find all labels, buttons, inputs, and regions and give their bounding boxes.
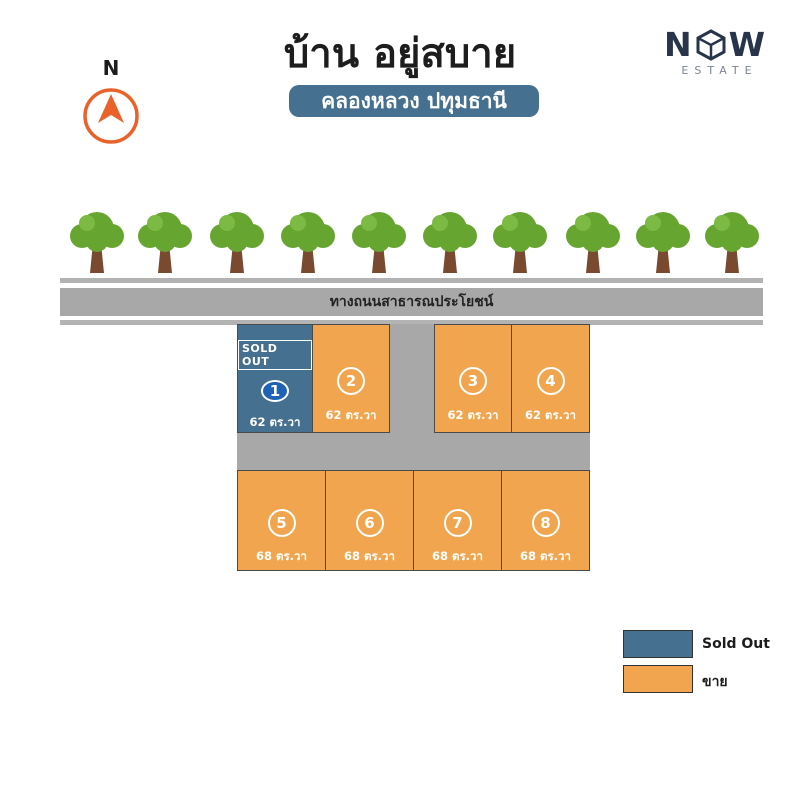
brand-logo: N W ESTATE: [664, 25, 770, 78]
tree-icon: [493, 212, 547, 273]
tree-icon: [705, 212, 759, 273]
legend-label-sold-out: Sold Out: [702, 636, 770, 652]
plot-7[interactable]: 7 68 ตร.วา: [413, 470, 502, 571]
logo-letter-n: N: [664, 25, 693, 64]
legend-swatch-for-sale: [623, 665, 693, 693]
location-badge: คลองหลวง ปทุมธานี: [289, 85, 539, 117]
plot-area: 68 ตร.วา: [256, 549, 307, 563]
plot-4[interactable]: 4 62 ตร.วา: [511, 324, 590, 433]
legend-swatch-sold-out: [623, 630, 693, 658]
compass-icon: [83, 88, 139, 144]
plot-6[interactable]: 6 68 ตร.วา: [325, 470, 414, 571]
compass-north-label: N: [102, 56, 120, 80]
plot-area: 62 ตร.วา: [447, 408, 499, 422]
plot-5[interactable]: 5 68 ตร.วา: [237, 470, 326, 571]
road-edge-top: [60, 278, 763, 283]
plot-number: 6: [355, 509, 384, 537]
tree-icon: [423, 212, 477, 273]
plot-number: 8: [531, 509, 560, 537]
road-edge-bottom: [60, 320, 763, 325]
internal-lane-horizontal: [237, 433, 590, 470]
tree-icon: [281, 212, 335, 273]
sold-out-tag: SOLD OUT: [238, 340, 312, 370]
tree-icon: [566, 212, 620, 273]
logo-subtext: ESTATE: [681, 64, 758, 77]
plot-8[interactable]: 8 68 ตร.วา: [501, 470, 590, 571]
plot-area: 68 ตร.วา: [520, 549, 571, 563]
tree-icon: [210, 212, 264, 273]
location-label: คลองหลวง ปทุมธานี: [321, 88, 507, 113]
logo-letter-w: W: [728, 25, 767, 64]
plot-number: 1: [261, 380, 289, 402]
plot-area: 62 ตร.วา: [525, 408, 576, 422]
plot-area: 62 ตร.วา: [325, 408, 377, 422]
plot-number: 5: [267, 509, 296, 537]
plot-number: 4: [536, 367, 565, 395]
tree-icon: [636, 212, 690, 273]
tree-icon: [70, 212, 124, 273]
plot-3[interactable]: 3 62 ตร.วา: [434, 324, 512, 433]
legend-label-for-sale: ขาย: [702, 674, 728, 690]
plot-2[interactable]: 2 62 ตร.วา: [312, 324, 390, 433]
plot-number: 2: [337, 367, 365, 395]
page-title: บ้าน อยู่สบาย: [283, 31, 517, 77]
road-label: ทางถนนสาธารณประโยชน์: [329, 294, 494, 310]
tree-icon: [352, 212, 406, 273]
plot-number: 7: [443, 509, 472, 537]
tree-icon: [138, 212, 192, 273]
plot-1[interactable]: SOLD OUT 1 62 ตร.วา: [237, 324, 313, 433]
logo-cube-icon: [696, 29, 726, 61]
plot-number: 3: [459, 367, 487, 395]
public-road: ทางถนนสาธารณประโยชน์: [60, 288, 763, 316]
plot-area: 68 ตร.วา: [344, 549, 395, 563]
plot-area: 62 ตร.วา: [249, 415, 301, 429]
plot-area: 68 ตร.วา: [432, 549, 483, 563]
